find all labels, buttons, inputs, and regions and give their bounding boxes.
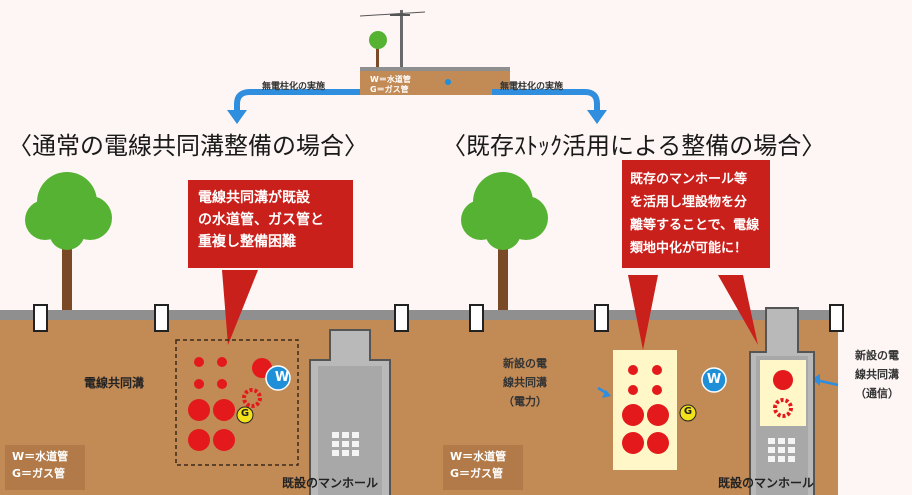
legend-gas: G＝ガス管 (450, 467, 504, 480)
inset-illustration (359, 10, 510, 95)
tree-icon (461, 172, 548, 250)
new-comm-label: 新設の電 線共同溝 （通信） (855, 349, 899, 400)
gas-ring-icon (242, 388, 262, 408)
left-callout-line: 電線共同溝が既設 (198, 190, 310, 206)
arrow-right-label: 無電柱化の実施 (500, 82, 564, 92)
power-pipes (188, 357, 235, 451)
arrow-left-icon (227, 89, 360, 124)
inset-soil (360, 70, 510, 95)
left-legend: W＝水道管 G＝ガス管 (12, 448, 68, 482)
legend-water: W＝水道管 (450, 450, 507, 463)
left-water-badge: W (274, 370, 290, 385)
right-callout-line: 類地中化が可能に！ (630, 241, 748, 256)
right-legend: W＝水道管 G＝ガス管 (450, 448, 506, 482)
gas-pipe-icon (679, 404, 697, 422)
inset-legend: W＝水道管 G＝ガス管 (370, 75, 411, 95)
gas-ring-icon (773, 398, 793, 418)
inset-legend-water: W＝水道管 (370, 75, 411, 84)
arrow-right-icon (492, 89, 607, 124)
inset-legend-gas: G＝ガス管 (370, 85, 409, 94)
left-callout: 電線共同溝が既設 の水道管、ガス管と 重複し整備困難 (188, 180, 353, 268)
arrow-left-label: 無電柱化の実施 (262, 82, 326, 92)
legend-gas: G＝ガス管 (12, 467, 66, 480)
left-panel-illustration (0, 172, 438, 495)
left-callout-line: 重複し整備困難 (198, 234, 296, 250)
right-callout-line: 既存のマンホール等 (630, 172, 748, 187)
legend-water: W＝水道管 (12, 450, 69, 463)
tree-icon (369, 31, 387, 49)
utility-pole-icon (400, 10, 403, 72)
right-gas-badge: G (683, 406, 693, 417)
top-inset: W＝水道管 G＝ガス管 (359, 0, 510, 95)
left-gas-badge: G (240, 408, 250, 419)
right-panel-illustration (438, 172, 844, 495)
trench-outline (175, 339, 299, 466)
right-panel-title: 〈既存ｽﾄｯｸ活用による整備の場合〉 (442, 132, 826, 160)
new-power-label: 新設の電 線共同溝 （電力） (503, 357, 547, 408)
tree-trunk (62, 230, 72, 315)
right-callout: 既存のマンホール等 を活用し埋設物を分 離等することで、電線 類地中化が可能に！ (622, 160, 770, 268)
right-water-badge: W (706, 372, 722, 387)
road-surface (0, 310, 438, 322)
tree-icon (25, 172, 112, 250)
right-callout-line: 離等することで、電線 (630, 218, 760, 233)
trench-label: 電線共同溝 (84, 376, 145, 390)
manhole-grid (768, 438, 795, 462)
right-callout-line: を活用し埋設物を分 (630, 195, 748, 210)
right-manhole-label: 既設のマンホール (718, 476, 815, 490)
gas-pipe-icon (236, 406, 254, 424)
water-pipe-icon (265, 365, 291, 391)
power-pipes (622, 365, 669, 454)
left-manhole-label: 既設のマンホール (282, 476, 379, 490)
left-callout-line: の水道管、ガス管と (198, 212, 324, 228)
manhole-grid (332, 432, 359, 456)
left-panel-title: 〈通常の電線共同溝整備の場合〉 (8, 132, 368, 160)
water-pipe-icon (701, 367, 727, 393)
